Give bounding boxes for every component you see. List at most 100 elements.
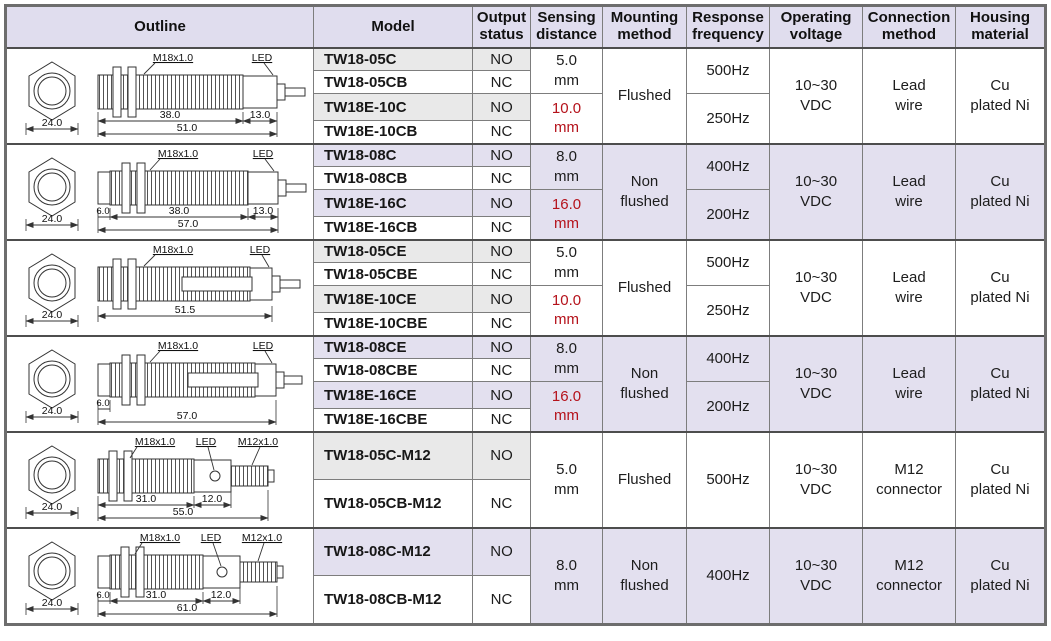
led-label: LED (196, 436, 217, 448)
output-status-cell: NO (472, 381, 531, 409)
model-cell: TW18E-10CE (313, 285, 473, 313)
output-status-cell: NO (472, 526, 531, 577)
header-row: Outline Model Output status Sensing dist… (5, 5, 1046, 49)
thread-label: M18x1.0 (158, 340, 198, 352)
table-row: TW18E-10CB NC (6, 120, 1046, 144)
response-frequency-cell: 400Hz (686, 142, 770, 190)
model-cell: TW18-08CE (313, 334, 473, 359)
outline-drawing-cell: 24.0 M18x1.0 LED M12x1.0 6.0 (5, 526, 314, 625)
housing-material-cell: Cu plated Ni (955, 46, 1046, 144)
response-frequency-cell: 200Hz (686, 381, 770, 432)
thread-label: M18x1.0 (158, 148, 198, 160)
rear-length-dim: 13.0 (250, 109, 271, 121)
housing-material-cell: Cu plated Ni (955, 238, 1046, 336)
table-row: TW18E-10CE NO 10.0 mm 250Hz (6, 285, 1046, 336)
output-status-cell: NC (472, 408, 531, 432)
hex-nut-front-view (28, 156, 76, 217)
operating-voltage-cell: 10~30 VDC (769, 46, 863, 144)
model-cell: TW18E-10C (313, 93, 473, 121)
col-header-output-status: Output status (472, 5, 531, 49)
response-frequency-cell: 400Hz (686, 334, 770, 382)
mounting-method-cell: Flushed (602, 430, 687, 528)
col-header-response-frequency: Response frequency (686, 5, 770, 49)
output-status-cell: NC (472, 120, 531, 144)
mounting-method-cell: Non flushed (602, 142, 687, 240)
response-frequency-cell: 250Hz (686, 285, 770, 336)
thread-length-dim: 38.0 (160, 109, 181, 121)
hex-nut-front-view (28, 540, 76, 601)
table-row: TW18-05CB-M12 NC (6, 479, 1046, 528)
spec-table: Outline Model Output status Sensing dist… (4, 4, 1047, 626)
col-header-mounting-method: Mounting method (602, 5, 687, 49)
sensing-distance-cell: 5.0 mm (530, 46, 603, 94)
total-length-dim: 57.0 (177, 410, 198, 422)
model-cell: TW18-08C (313, 142, 473, 167)
col-header-connection-method: Connection method (862, 5, 956, 49)
response-frequency-cell: 400Hz (686, 526, 770, 625)
table-row: 24.0 M18x1.0 LED 51.5 TW18-05CE NO 5.0 m… (5, 238, 1046, 336)
table-row: TW18E-10C NO 10.0 mm 250Hz (6, 93, 1046, 144)
table-row: 24.0 M18x1.0 LED M12x1.0 31.0 (5, 430, 1046, 528)
output-status-cell: NC (472, 312, 531, 336)
sensing-distance-cell: 8.0 mm (530, 142, 603, 190)
response-frequency-cell: 200Hz (686, 189, 770, 240)
thread-label: M18x1.0 (135, 436, 175, 448)
col-header-housing-material: Housing material (955, 5, 1046, 49)
output-status-cell: NO (472, 334, 531, 359)
output-status-cell: NC (472, 262, 531, 286)
led-label: LED (252, 52, 273, 64)
tip-length-dim: 6.0 (96, 206, 109, 217)
sensor-outline-drawing-type-b: 24.0 M18x1.0 LED 6.0 38.0 13.0 (25, 148, 307, 233)
table-row: TW18-08CB-M12 NC (6, 575, 1046, 625)
output-status-cell: NO (472, 93, 531, 121)
thread-length-dim: 31.0 (136, 493, 157, 505)
connection-method-cell: M12 connector (862, 526, 956, 625)
outline-drawing-cell: 24.0 M18x1.0 LED 6.0 38.0 13.0 (5, 142, 314, 240)
output-status-cell: NO (472, 430, 531, 480)
sensor-outline-drawing-type-e: 24.0 M18x1.0 LED M12x1.0 31.0 (25, 436, 278, 521)
total-length-dim: 61.0 (177, 602, 198, 614)
table-row: 24.0 M18x1.0 LED M12x1.0 6.0 (5, 526, 1046, 625)
thread-label: M18x1.0 (153, 52, 193, 64)
hex-width-dim: 24.0 (42, 309, 63, 321)
table-row: 24.0 M18x1.0 LED 38.0 13.0 51.0 (5, 46, 1046, 144)
sensing-distance-cell: 8.0 mm (530, 526, 603, 625)
output-status-cell: NO (472, 285, 531, 313)
led-label: LED (250, 244, 271, 256)
model-cell: TW18-05CE (313, 238, 473, 263)
sensor-body-side-view (97, 162, 307, 213)
led-indicator (209, 470, 221, 481)
hex-width-dim: 24.0 (42, 501, 63, 513)
total-length-dim: 51.0 (177, 122, 198, 134)
m12-thread-label: M12x1.0 (238, 436, 278, 448)
sensor-outline-drawing-type-c: 24.0 M18x1.0 LED 51.5 (25, 244, 301, 327)
housing-material-cell: Cu plated Ni (955, 526, 1046, 625)
operating-voltage-cell: 10~30 VDC (769, 430, 863, 528)
thread-label: M18x1.0 (153, 244, 193, 256)
output-status-cell: NC (472, 216, 531, 240)
col-header-outline: Outline (5, 5, 314, 49)
sensor-outline-drawing-type-a: 24.0 M18x1.0 LED 38.0 13.0 51.0 (25, 52, 306, 137)
led-label: LED (253, 148, 274, 160)
table-row: 24.0 M18x1.0 LED 6.0 57.0 (5, 334, 1046, 432)
table-row: TW18-08CB NC (6, 166, 1046, 190)
connection-method-cell: Lead wire (862, 334, 956, 432)
operating-voltage-cell: 10~30 VDC (769, 142, 863, 240)
model-cell: TW18E-10CBE (313, 312, 473, 336)
model-cell: TW18E-16CE (313, 381, 473, 409)
model-cell: TW18E-16CB (313, 216, 473, 240)
model-cell: TW18-05CB (313, 70, 473, 94)
operating-voltage-cell: 10~30 VDC (769, 526, 863, 625)
mounting-method-cell: Flushed (602, 46, 687, 144)
operating-voltage-cell: 10~30 VDC (769, 238, 863, 336)
hex-nut-front-view (28, 252, 76, 313)
mounting-method-cell: Non flushed (602, 334, 687, 432)
output-status-cell: NC (472, 358, 531, 382)
housing-material-cell: Cu plated Ni (955, 334, 1046, 432)
table-row: TW18E-16CB NC (6, 216, 1046, 240)
total-length-dim: 57.0 (178, 218, 199, 230)
sensor-outline-drawing-type-d: 24.0 M18x1.0 LED 6.0 57.0 (25, 340, 303, 425)
hex-nut-front-view (28, 444, 76, 505)
model-cell: TW18E-10CB (313, 120, 473, 144)
